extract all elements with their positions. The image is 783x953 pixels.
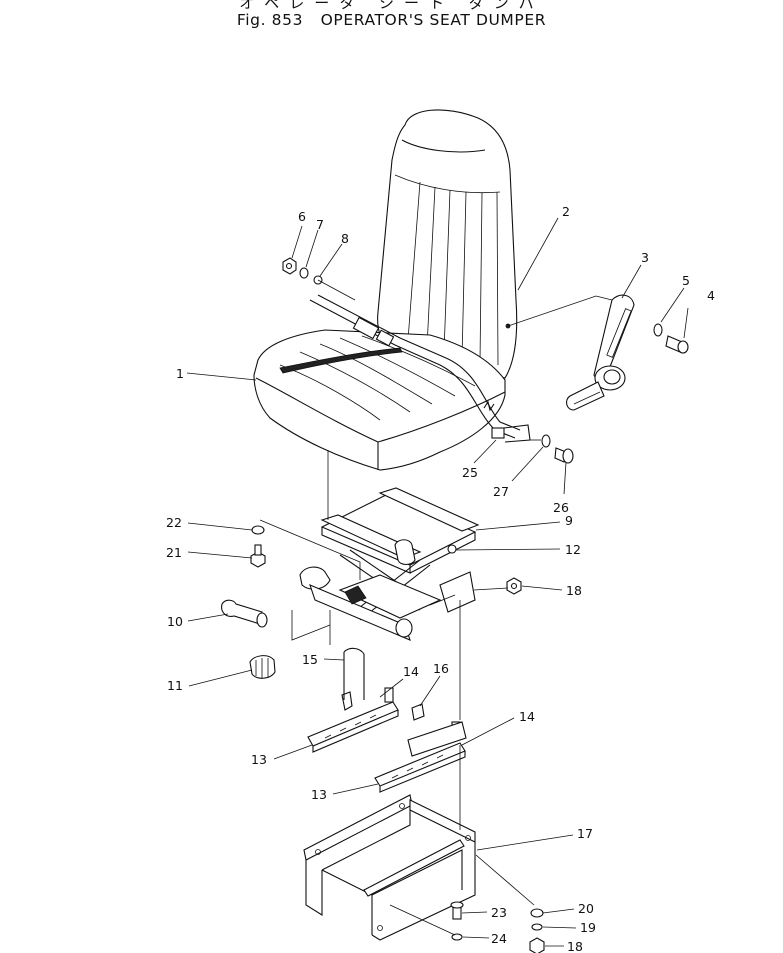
nut-18-lower [529, 937, 545, 953]
callout-15: 15 [302, 652, 318, 667]
slide-rail-right [374, 721, 467, 793]
callout-6: 6 [298, 209, 306, 224]
callout-25: 25 [462, 465, 478, 480]
pin-12 [447, 544, 457, 554]
leader-lines [186, 217, 689, 947]
seat-backrest [377, 109, 518, 379]
callout-14-left: 14 [403, 664, 419, 679]
callout-18-lower: 18 [567, 939, 583, 953]
callout-16: 16 [433, 661, 449, 676]
callout-7: 7 [316, 217, 324, 232]
washer-22 [251, 525, 265, 535]
seat-belt [309, 294, 531, 443]
bolt-4 [665, 335, 689, 354]
washer-27 [541, 434, 551, 448]
figure-title: OPERATOR'S SEAT DUMPER [320, 11, 547, 29]
bolt-26 [554, 447, 574, 464]
callout-4: 4 [707, 288, 715, 303]
knob-11 [249, 655, 276, 679]
callout-1: 1 [176, 366, 184, 381]
callout-10: 10 [167, 614, 183, 629]
bracket-15 [343, 647, 365, 700]
callout-18-upper: 18 [566, 583, 582, 598]
callout-17: 17 [577, 826, 593, 841]
scissor-mechanism [299, 539, 476, 641]
callout-21: 21 [166, 545, 182, 560]
seat-cushion [253, 329, 506, 471]
callout-22: 22 [166, 515, 182, 530]
figure-number: Fig. 853 [236, 11, 304, 29]
callout-27: 27 [493, 484, 509, 499]
callout-2: 2 [562, 204, 570, 219]
callout-24: 24 [491, 931, 507, 946]
nut-18-upper [506, 577, 522, 595]
callout-12: 12 [565, 542, 581, 557]
bolt-23 [450, 901, 464, 920]
callout-5: 5 [682, 273, 690, 288]
callout-8: 8 [341, 231, 349, 246]
slide-rail-left [307, 687, 399, 753]
callout-9: 9 [565, 513, 573, 528]
clamp-16 [411, 703, 425, 721]
callout-labels: 1 2 3 4 5 6 7 8 9 10 11 12 13 13 14 14 1… [166, 204, 715, 953]
figure-heading: Fig. 853 OPERATOR'S SEAT DUMPER [0, 11, 783, 29]
base-bracket [303, 794, 476, 941]
callout-13-right: 13 [311, 787, 327, 802]
callout-14-right: 14 [519, 709, 535, 724]
callout-26: 26 [553, 500, 569, 515]
callout-19: 19 [580, 920, 596, 935]
callout-23: 23 [491, 905, 507, 920]
adjuster-knob-10 [221, 599, 268, 628]
washer-20 [530, 908, 544, 918]
callout-3: 3 [641, 250, 649, 265]
alignment-lines [259, 279, 613, 936]
washer-7 [299, 267, 309, 279]
callout-11: 11 [167, 678, 183, 693]
recline-lever [565, 294, 635, 411]
bolt-21 [250, 544, 266, 568]
japanese-title: オペレータ シート ダンパ [239, 0, 544, 12]
washer-8 [313, 275, 323, 285]
washer-5 [653, 323, 663, 337]
washer-19 [531, 923, 543, 931]
nut-6 [282, 257, 297, 275]
callout-13-left: 13 [251, 752, 267, 767]
washer-24 [451, 933, 463, 941]
callout-20: 20 [578, 901, 594, 916]
